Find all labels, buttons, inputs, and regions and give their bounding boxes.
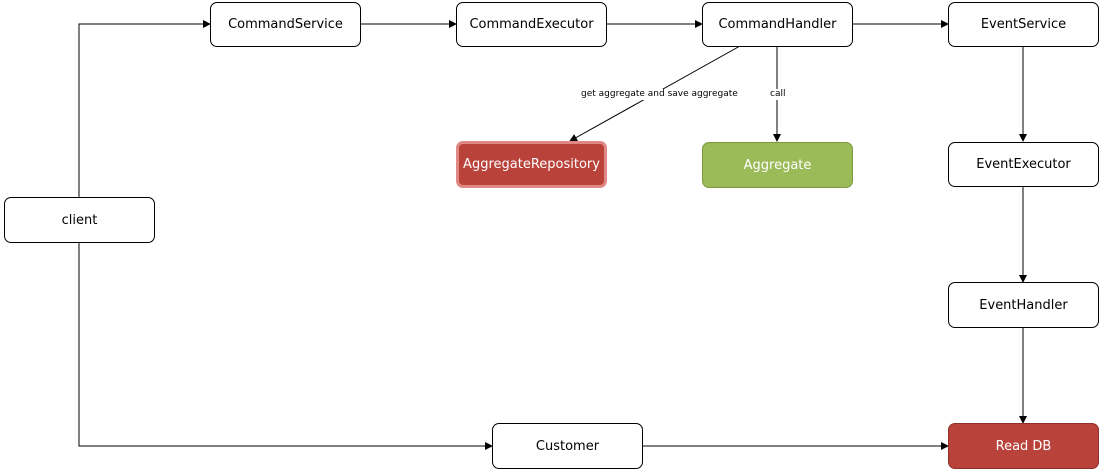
- node-event-service-label: EventService: [980, 17, 1067, 32]
- node-aggregate-repository-label: AggregateRepository: [463, 157, 600, 172]
- node-event-executor[interactable]: EventExecutor: [948, 142, 1099, 187]
- edge-client-to-commandservice: [78, 20, 211, 197]
- edge-label-get-save: get aggregate and save aggregate: [581, 89, 738, 100]
- node-customer[interactable]: Customer: [492, 423, 643, 469]
- node-read-db[interactable]: Read DB: [948, 423, 1099, 469]
- node-command-handler[interactable]: CommandHandler: [702, 2, 853, 47]
- node-command-service[interactable]: CommandService: [210, 2, 361, 47]
- node-client-label: client: [61, 212, 98, 228]
- node-command-executor[interactable]: CommandExecutor: [456, 2, 607, 47]
- node-aggregate-repository[interactable]: AggregateRepository: [456, 141, 607, 188]
- node-client[interactable]: client: [4, 197, 155, 243]
- node-read-db-label: Read DB: [995, 438, 1052, 454]
- node-aggregate[interactable]: Aggregate: [702, 142, 853, 188]
- node-command-executor-label: CommandExecutor: [469, 17, 594, 32]
- node-event-handler-label: EventHandler: [979, 297, 1068, 313]
- node-customer-label: Customer: [535, 438, 600, 454]
- node-command-service-label: CommandService: [228, 17, 343, 32]
- node-command-handler-label: CommandHandler: [718, 17, 837, 32]
- node-aggregate-label: Aggregate: [743, 157, 812, 173]
- node-event-executor-label: EventExecutor: [976, 157, 1071, 172]
- edge-client-to-customer: [78, 242, 493, 450]
- node-event-service[interactable]: EventService: [948, 2, 1099, 47]
- node-event-handler[interactable]: EventHandler: [948, 282, 1099, 328]
- edge-label-call: call: [770, 89, 786, 100]
